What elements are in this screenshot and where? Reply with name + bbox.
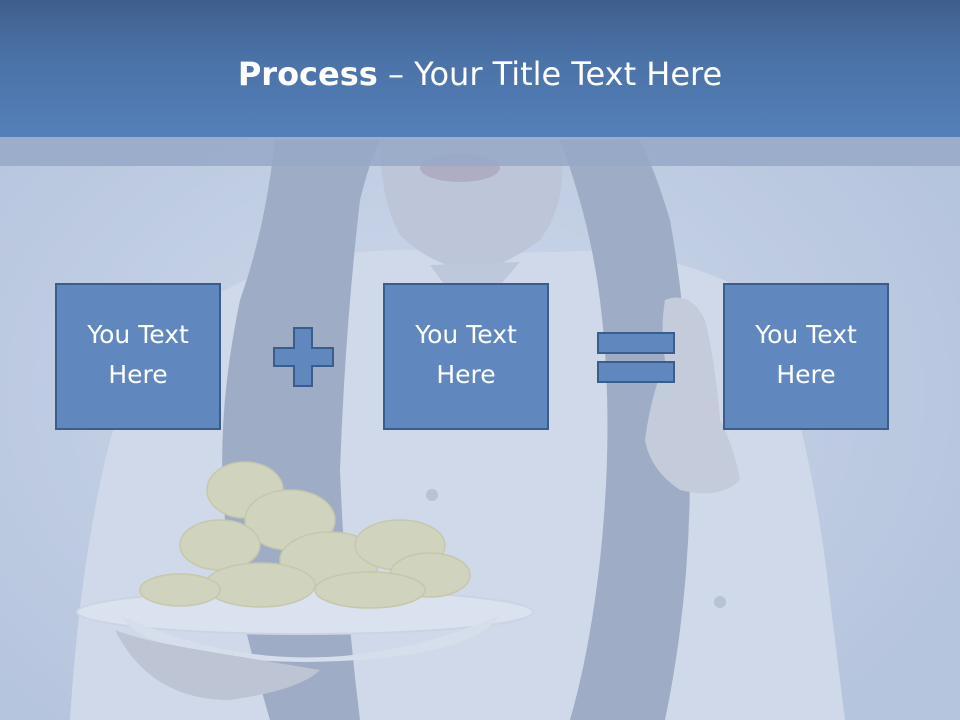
process-box-2[interactable]: You Text Here [383,283,549,430]
process-box-3[interactable]: You Text Here [723,283,889,430]
plus-sign-icon [273,327,334,387]
equals-sign-icon [597,332,675,383]
process-box-2-label: You Text Here [415,319,517,389]
title-bar [0,0,960,137]
process-box-1[interactable]: You Text Here [55,283,221,430]
process-box-1-label: You Text Here [87,319,189,389]
slide-title[interactable]: Process – Your Title Text Here [0,50,960,98]
process-box-3-label: You Text Here [755,319,857,389]
slide-title-rest: – Your Title Text Here [377,55,723,93]
slide-title-bold: Process [237,55,378,93]
title-band [0,137,960,166]
